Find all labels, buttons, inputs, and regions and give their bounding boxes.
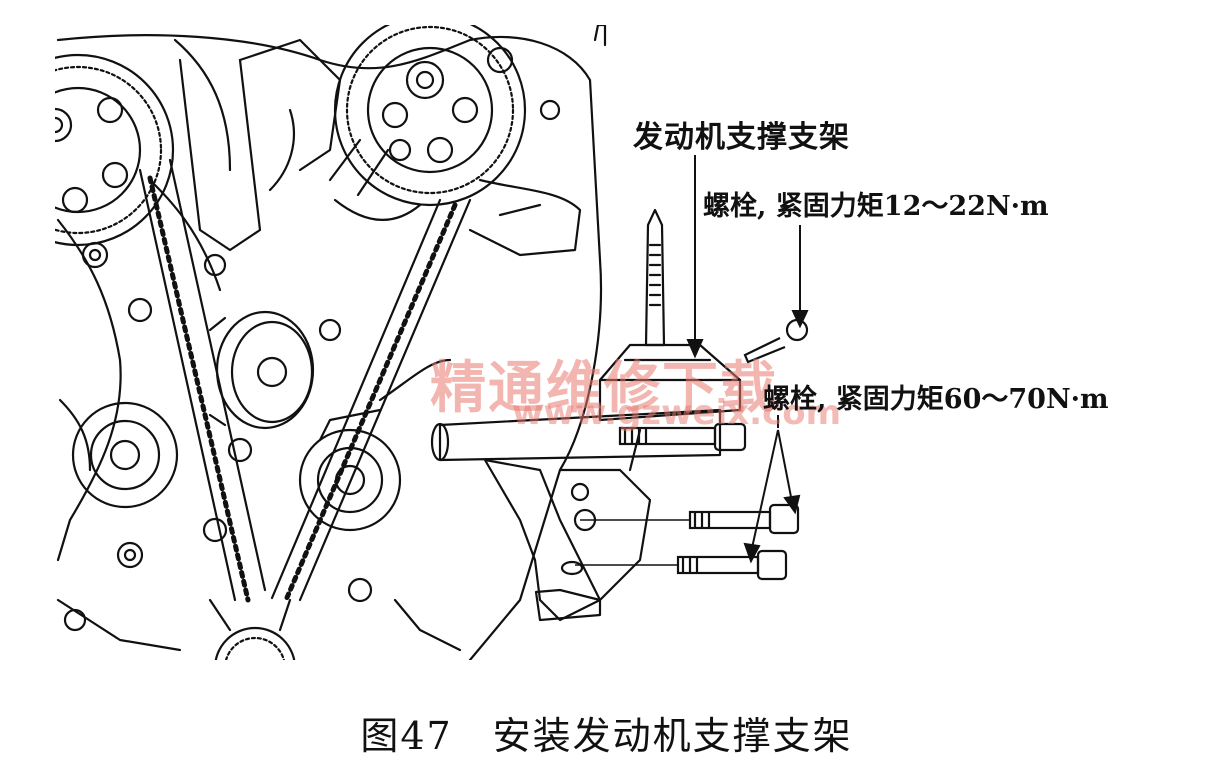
crankshaft-gear [208,598,296,660]
label-bolt-torque-60-70: 螺栓, 紧固力矩60～70N·m [763,384,1109,415]
water-pump-pulley [208,310,315,430]
label-engine-support-bracket: 发动机支撑支架 [633,120,850,155]
right-cam-pulley [333,25,527,207]
bolt-large-lower [676,549,788,581]
figure-caption: 图47 安装发动机支撑支架 [360,714,853,758]
left-tensioner-pulley [71,401,179,509]
bolt-large-middle [688,503,800,535]
label-bolt-torque-12-22: 螺栓, 紧固力矩12～22N·m [703,191,1049,222]
right-tensioner-pulley [298,428,402,532]
engine-support-bracket [430,208,742,622]
leader-lines [575,155,809,566]
watermark-url: www.gzweix.com [512,393,842,433]
timing-belt [138,138,472,603]
block-bolts [63,46,561,632]
engine-front-line-art [55,25,607,660]
watermark-text: 精通维修下载 [430,356,778,421]
left-cam-pulley [55,53,175,247]
bolt-large-upper [618,422,747,452]
